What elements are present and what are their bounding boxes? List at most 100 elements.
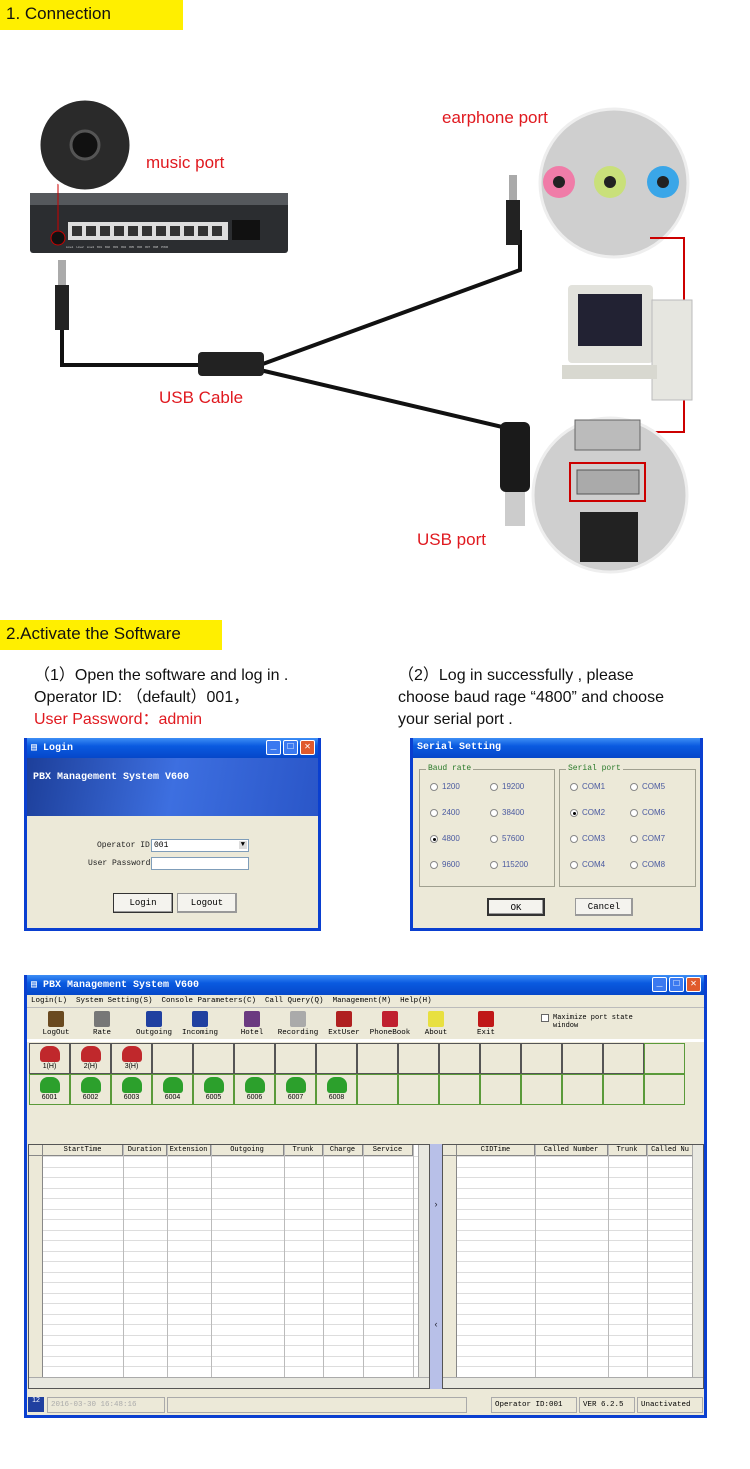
checkbox-box[interactable] bbox=[541, 1014, 549, 1022]
radio-circle[interactable] bbox=[570, 834, 578, 843]
toolbar-button-phonebook[interactable]: PhoneBook bbox=[367, 1008, 413, 1037]
status-datetime: 2016-03-30 16:48:16 bbox=[47, 1397, 165, 1413]
close-button[interactable]: ✕ bbox=[300, 740, 315, 755]
minimize-button[interactable]: _ bbox=[266, 740, 281, 755]
logout-button[interactable]: Logout bbox=[177, 893, 237, 913]
radio-circle[interactable] bbox=[430, 860, 438, 869]
toolbar-button-exit[interactable]: Exit bbox=[463, 1008, 509, 1037]
column-header-charge[interactable]: Charge bbox=[323, 1145, 363, 1156]
vertical-scrollbar[interactable] bbox=[418, 1145, 429, 1377]
port-radio-COM7[interactable]: COM7 bbox=[630, 834, 665, 843]
radio-circle[interactable] bbox=[430, 808, 438, 817]
baud-radio-57600[interactable]: 57600 bbox=[490, 834, 524, 843]
toolbar-button-logout[interactable]: LogOut bbox=[33, 1008, 79, 1037]
baud-radio-38400[interactable]: 38400 bbox=[490, 808, 524, 817]
port-radio-COM2[interactable]: COM2 bbox=[570, 808, 605, 817]
port-radio-COM4[interactable]: COM4 bbox=[570, 860, 605, 869]
extension-port-cell[interactable]: 6004 bbox=[152, 1074, 193, 1105]
extension-port-cell[interactable]: 6007 bbox=[275, 1074, 316, 1105]
grid-row bbox=[443, 1187, 703, 1189]
toolbar-button-outgoing[interactable]: Outgoing bbox=[131, 1008, 177, 1037]
trunk-port-cell[interactable]: 1(H) bbox=[29, 1043, 70, 1074]
baud-radio-1200[interactable]: 1200 bbox=[430, 782, 460, 791]
cancel-button[interactable]: Cancel bbox=[575, 898, 633, 916]
port-radio-COM6[interactable]: COM6 bbox=[630, 808, 665, 817]
toolbar-button-incoming[interactable]: Incoming bbox=[177, 1008, 223, 1037]
horizontal-scrollbar[interactable] bbox=[443, 1377, 703, 1388]
close-button[interactable]: ✕ bbox=[686, 977, 701, 992]
maximize-button[interactable]: □ bbox=[669, 977, 684, 992]
extension-port-cell[interactable]: 6006 bbox=[234, 1074, 275, 1105]
column-header-trunk[interactable]: Trunk bbox=[284, 1145, 323, 1156]
maximize-button[interactable]: □ bbox=[283, 740, 298, 755]
toolbar-button-rate[interactable]: Rate bbox=[79, 1008, 125, 1037]
toolbar-button-about[interactable]: About bbox=[413, 1008, 459, 1037]
column-header-starttime[interactable]: StartTime bbox=[43, 1145, 123, 1156]
port-radio-COM3[interactable]: COM3 bbox=[570, 834, 605, 843]
radio-circle[interactable] bbox=[490, 860, 498, 869]
toolbar-button-recording[interactable]: Recording bbox=[275, 1008, 321, 1037]
menu-item-console-parameters[interactable]: Console Parameters(C) bbox=[161, 997, 257, 1005]
expand-left-icon[interactable]: ‹ bbox=[434, 1319, 438, 1329]
extension-port-cell[interactable]: 6001 bbox=[29, 1074, 70, 1105]
radio-circle[interactable] bbox=[630, 808, 638, 817]
baud-radio-115200[interactable]: 115200 bbox=[490, 860, 528, 869]
ok-button[interactable]: OK bbox=[487, 898, 545, 916]
menu-item-help[interactable]: Help(H) bbox=[400, 997, 432, 1005]
toolbar-button-extuser[interactable]: ExtUser bbox=[321, 1008, 367, 1037]
radio-circle[interactable] bbox=[630, 782, 638, 791]
radio-circle[interactable] bbox=[430, 834, 438, 843]
minimize-button[interactable]: _ bbox=[652, 977, 667, 992]
section-title-activate: 2.Activate the Software bbox=[0, 620, 222, 650]
baud-radio-4800[interactable]: 4800 bbox=[430, 834, 460, 843]
trunk-port-cell[interactable]: 2(H) bbox=[70, 1043, 111, 1074]
radio-circle[interactable] bbox=[430, 782, 438, 791]
extension-port-cell[interactable]: 6008 bbox=[316, 1074, 357, 1105]
column-header-extension[interactable]: Extension bbox=[167, 1145, 211, 1156]
column-header-service[interactable]: Service bbox=[363, 1145, 413, 1156]
baud-radio-2400[interactable]: 2400 bbox=[430, 808, 460, 817]
vertical-scrollbar[interactable] bbox=[692, 1145, 703, 1377]
column-header-called-nu[interactable]: Called Nu bbox=[647, 1145, 694, 1156]
radio-circle[interactable] bbox=[490, 782, 498, 791]
baud-radio-19200[interactable]: 19200 bbox=[490, 782, 524, 791]
radio-label: 9600 bbox=[442, 860, 460, 869]
radio-circle[interactable] bbox=[630, 860, 638, 869]
radio-circle[interactable] bbox=[630, 834, 638, 843]
column-header-cidtime[interactable]: CIDTime bbox=[457, 1145, 535, 1156]
splitter[interactable]: ›‹ bbox=[430, 1144, 442, 1389]
radio-circle[interactable] bbox=[570, 782, 578, 791]
menu-item-login[interactable]: Login(L) bbox=[31, 997, 68, 1005]
column-header-duration[interactable]: Duration bbox=[123, 1145, 167, 1156]
extension-port-cell[interactable]: 6003 bbox=[111, 1074, 152, 1105]
baud-radio-9600[interactable]: 9600 bbox=[430, 860, 460, 869]
status-activation: Unactivated bbox=[637, 1397, 703, 1413]
expand-right-icon[interactable]: › bbox=[434, 1199, 438, 1209]
operator-id-select[interactable]: 001▼ bbox=[151, 839, 249, 852]
column-header-called-number[interactable]: Called Number bbox=[535, 1145, 608, 1156]
port-radio-COM8[interactable]: COM8 bbox=[630, 860, 665, 869]
password-input[interactable] bbox=[151, 857, 249, 870]
column-header-trunk[interactable]: Trunk bbox=[608, 1145, 647, 1156]
column-header-outgoing[interactable]: Outgoing bbox=[211, 1145, 284, 1156]
login-button[interactable]: Login bbox=[113, 893, 173, 913]
port-radio-COM5[interactable]: COM5 bbox=[630, 782, 665, 791]
radio-circle[interactable] bbox=[570, 860, 578, 869]
radio-circle[interactable] bbox=[490, 834, 498, 843]
extension-port-cell[interactable]: 6002 bbox=[70, 1074, 111, 1105]
menu-item-call-query[interactable]: Call Query(Q) bbox=[265, 997, 324, 1005]
radio-circle[interactable] bbox=[570, 808, 578, 817]
port-radio-COM1[interactable]: COM1 bbox=[570, 782, 605, 791]
menu-item-management[interactable]: Management(M) bbox=[332, 997, 392, 1005]
menu-item-system-setting[interactable]: System Setting(S) bbox=[76, 997, 153, 1005]
trunk-port-cell bbox=[316, 1043, 357, 1074]
radio-circle[interactable] bbox=[490, 808, 498, 817]
extension-port-cell[interactable]: 6005 bbox=[193, 1074, 234, 1105]
toolbar-button-hotel[interactable]: Hotel bbox=[229, 1008, 275, 1037]
trunk-port-cell[interactable]: 3(H) bbox=[111, 1043, 152, 1074]
maximize-port-checkbox[interactable]: Maximize port state window bbox=[541, 1014, 651, 1030]
horizontal-scrollbar[interactable] bbox=[29, 1377, 429, 1388]
